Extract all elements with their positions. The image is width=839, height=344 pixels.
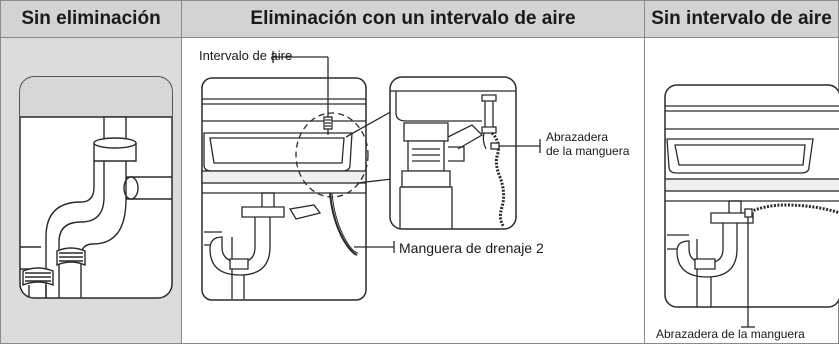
header-no-disposal: Sin eliminación [1,1,181,37]
column-divider-1 [181,1,182,343]
no-air-gap-illustration [664,84,839,328]
sink-panel [201,77,367,301]
left-border [0,1,1,343]
hose-clamp-label: Abrazadera de la manguera [546,130,629,158]
air-gap-label: Intervalo de aire [199,48,293,63]
header-divider [0,37,839,38]
hose-clamp-label-line1: Abrazadera [546,130,609,144]
header-no-air-gap: Sin intervalo de aire [645,1,838,37]
drain-hose-label: Manguera de drenaje 2 [399,240,544,256]
air-gap-illustration [201,51,541,301]
header-disposal-air-gap: Eliminación con un intervalo de aire [182,1,644,37]
hose-clamp-bottom-label: Abrazadera de la manguera [656,327,805,341]
hose-clamp-label-line2: de la manguera [546,144,630,158]
top-border [0,0,839,1]
column-divider-2 [644,1,645,343]
ptrap-illustration [19,76,173,299]
